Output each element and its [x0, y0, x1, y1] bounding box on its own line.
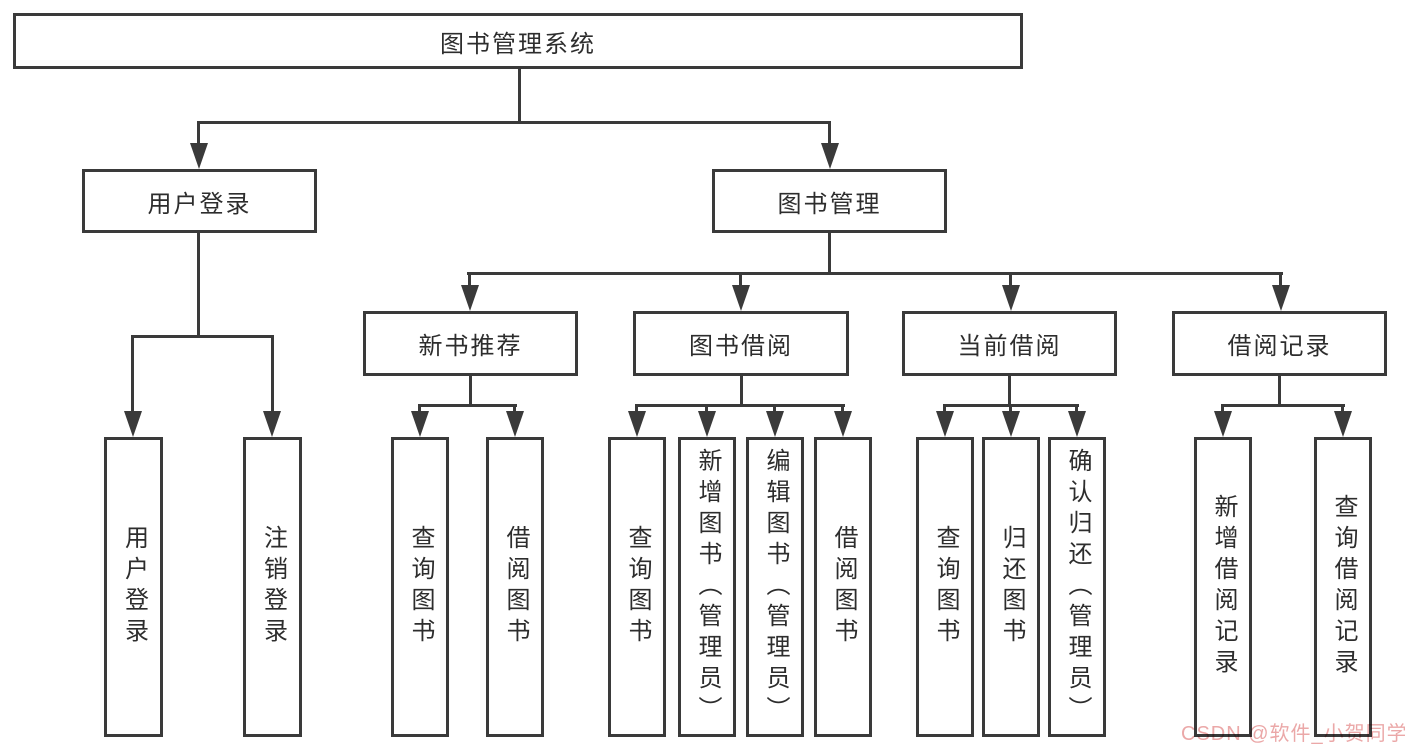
arrowhead-down-icon — [1068, 411, 1086, 437]
leaf-borrow-query-books: 查询图书 — [608, 437, 666, 737]
node-book-management: 图书管理 — [712, 169, 947, 233]
node-label: 注销登录 — [259, 525, 287, 649]
watermark: CSDN @软件_小贺同学 — [1181, 723, 1405, 745]
connector-line — [773, 404, 776, 413]
connector-line — [740, 376, 743, 406]
arrowhead-down-icon — [766, 411, 784, 437]
leaf-user-login: 用户登录 — [104, 437, 163, 737]
node-label: 图书管理 — [777, 190, 882, 218]
node-label: 借阅图书 — [830, 525, 857, 649]
node-user-login: 用户登录 — [82, 169, 317, 233]
node-label: 查询图书 — [407, 525, 434, 649]
arrowhead-down-icon — [628, 411, 646, 437]
arrowhead-down-icon — [461, 285, 479, 311]
leaf-records-query-record: 查询借阅记录 — [1314, 437, 1372, 737]
connector-line — [828, 233, 831, 272]
node-current-borrow: 当前借阅 — [902, 311, 1117, 376]
arrowhead-down-icon — [190, 143, 208, 169]
connector-line — [1221, 404, 1224, 413]
node-borrow-records: 借阅记录 — [1172, 311, 1387, 376]
connector-line — [131, 335, 134, 411]
connector-line — [635, 404, 638, 413]
leaf-recommend-query-books: 查询图书 — [391, 437, 449, 737]
node-label: 查询借阅记录 — [1330, 494, 1357, 680]
connector-line — [131, 335, 274, 338]
node-label: 当前借阅 — [957, 333, 1062, 360]
leaf-borrow-borrow-books: 借阅图书 — [814, 437, 872, 737]
connector-line — [739, 272, 742, 287]
node-label: 新增图书（管理员） — [694, 447, 721, 727]
connector-line — [197, 121, 831, 124]
leaf-logout: 注销登录 — [243, 437, 302, 737]
connector-line — [271, 335, 274, 411]
leaf-current-query-books: 查询图书 — [916, 437, 974, 737]
arrowhead-down-icon — [834, 411, 852, 437]
node-book-borrow: 图书借阅 — [633, 311, 849, 376]
connector-line — [943, 404, 946, 413]
connector-line — [1279, 272, 1282, 287]
connector-line — [635, 404, 845, 407]
connector-line — [841, 404, 844, 413]
leaf-records-add-record: 新增借阅记录 — [1194, 437, 1252, 737]
node-label: 编辑图书（管理员） — [762, 447, 789, 727]
node-label: 图书借阅 — [689, 333, 793, 360]
arrowhead-down-icon — [698, 411, 716, 437]
connector-line — [197, 233, 200, 335]
node-label: 确认归还（管理员） — [1064, 447, 1091, 727]
connector-line — [1221, 404, 1345, 407]
connector-line — [705, 404, 708, 413]
connector-line — [1009, 404, 1012, 413]
connector-line — [1278, 376, 1281, 406]
leaf-borrow-add-books-admin: 新增图书（管理员） — [678, 437, 736, 737]
arrowhead-down-icon — [124, 411, 142, 437]
node-label: 新增借阅记录 — [1210, 494, 1237, 680]
connector-line — [468, 272, 471, 287]
connector-line — [467, 272, 1283, 275]
connector-line — [1009, 272, 1012, 287]
node-label: 用户登录 — [147, 190, 252, 218]
arrowhead-down-icon — [506, 411, 524, 437]
arrowhead-down-icon — [1334, 411, 1352, 437]
arrowhead-down-icon — [263, 411, 281, 437]
arrowhead-down-icon — [1002, 411, 1020, 437]
leaf-current-return-books: 归还图书 — [982, 437, 1040, 737]
connector-line — [1008, 376, 1011, 406]
connector-line — [1341, 404, 1344, 413]
leaf-current-confirm-return-admin: 确认归还（管理员） — [1048, 437, 1106, 737]
arrowhead-down-icon — [936, 411, 954, 437]
node-label: 查询图书 — [624, 525, 651, 649]
node-label: 查询图书 — [932, 525, 959, 649]
connector-line — [418, 404, 421, 413]
arrowhead-down-icon — [1272, 285, 1290, 311]
node-label: 借阅记录 — [1227, 333, 1332, 360]
connector-line — [1075, 404, 1078, 413]
node-label: 新书推荐 — [418, 333, 523, 360]
node-label: 借阅图书 — [502, 525, 529, 649]
node-library-system: 图书管理系统 — [13, 13, 1023, 69]
connector-line — [513, 404, 516, 413]
connector-line — [418, 404, 517, 407]
connector-line — [828, 121, 831, 145]
node-label: 用户登录 — [120, 525, 148, 649]
arrowhead-down-icon — [1214, 411, 1232, 437]
arrowhead-down-icon — [821, 143, 839, 169]
arrowhead-down-icon — [1002, 285, 1020, 311]
arrowhead-down-icon — [732, 285, 750, 311]
leaf-recommend-borrow-books: 借阅图书 — [486, 437, 544, 737]
node-new-book-recommend: 新书推荐 — [363, 311, 578, 376]
arrowhead-down-icon — [411, 411, 429, 437]
node-label: 图书管理系统 — [440, 30, 596, 58]
connector-line — [469, 376, 472, 406]
connector-line — [518, 69, 521, 121]
leaf-borrow-edit-books-admin: 编辑图书（管理员） — [746, 437, 804, 737]
connector-line — [197, 121, 200, 145]
node-label: 归还图书 — [998, 525, 1025, 649]
